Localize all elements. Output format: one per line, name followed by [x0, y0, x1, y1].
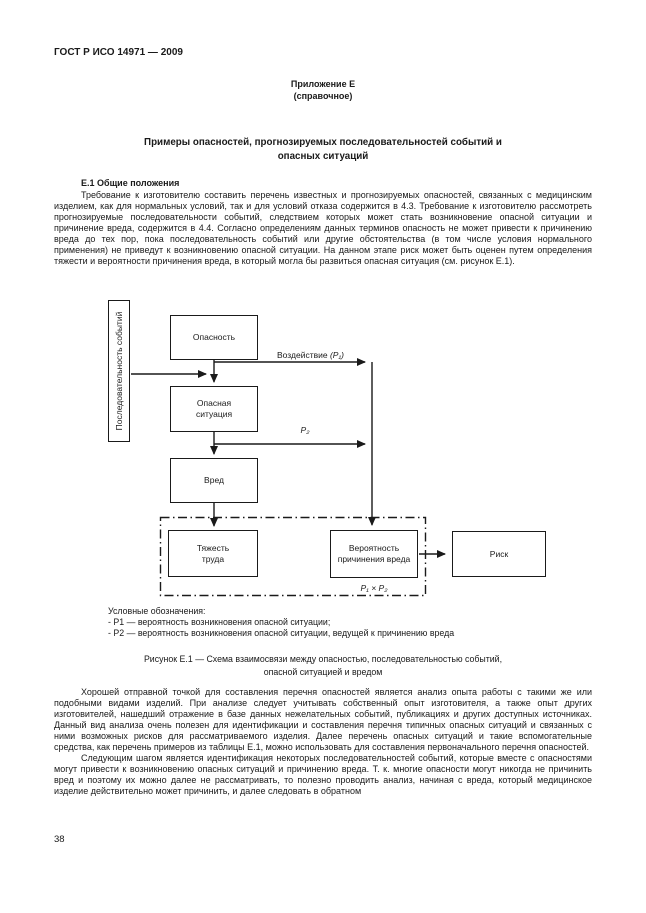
hazardous-situation-label: Опасная ситуация	[195, 398, 233, 419]
risk-estimation-dashed-box	[159, 516, 427, 597]
exposure-label: Воздействие (P₁)	[277, 350, 344, 360]
paragraph-experience: Хорошей отправной точкой для составления…	[54, 687, 592, 752]
harm-label: Вред	[204, 475, 224, 485]
sequence-of-events-label: Последовательность событий	[114, 311, 124, 431]
probability-box: Вероятность причинения вреда	[330, 530, 418, 578]
p2-label: P₂	[300, 425, 310, 435]
doc-code: ГОСТ Р ИСО 14971 — 2009	[54, 47, 183, 58]
paragraph-general: Требование к изготовителю составить пере…	[54, 190, 592, 266]
risk-box: Риск	[452, 531, 546, 577]
hazardous-situation-box: Опасная ситуация	[170, 386, 258, 432]
formula-label: P₁ × P₂	[360, 583, 388, 593]
annex-note: (справочное)	[293, 91, 353, 101]
hazard-label: Опасность	[192, 332, 236, 342]
severity-label: Тяжесть труда	[196, 542, 230, 564]
legend-item-p1: - P1 — вероятность возникновения опасной…	[108, 617, 331, 627]
annex-title: Примеры опасностей, прогнозируемых после…	[144, 137, 502, 162]
harm-box: Вред	[170, 458, 258, 503]
paragraph-next-step: Следующим шагом является идентификация н…	[54, 753, 592, 796]
probability-label: Вероятность причинения вреда	[337, 543, 411, 564]
closing-paragraphs: Хорошей отправной точкой для составления…	[54, 687, 592, 797]
figure-e1: Последовательность событий Опасность Опа…	[0, 300, 646, 600]
hazard-box: Опасность	[170, 315, 258, 360]
legend-item-p2: - P2 — вероятность возникновения опасной…	[108, 628, 455, 638]
figure-connectors	[131, 358, 446, 597]
severity-box: Тяжесть труда	[168, 530, 258, 577]
risk-label: Риск	[489, 548, 509, 559]
page-number: 38	[54, 834, 65, 845]
legend-title: Условные обозначения:	[108, 606, 206, 616]
section-heading: Е.1 Общие положения	[81, 178, 180, 188]
sequence-of-events-box: Последовательность событий	[108, 300, 130, 442]
figure-legend: Условные обозначения: - P1 — вероятность…	[108, 606, 454, 639]
figure-caption: Рисунок Е.1 — Схема взаимосвязи между оп…	[143, 654, 503, 677]
annex-label: Приложение Е	[290, 79, 356, 89]
